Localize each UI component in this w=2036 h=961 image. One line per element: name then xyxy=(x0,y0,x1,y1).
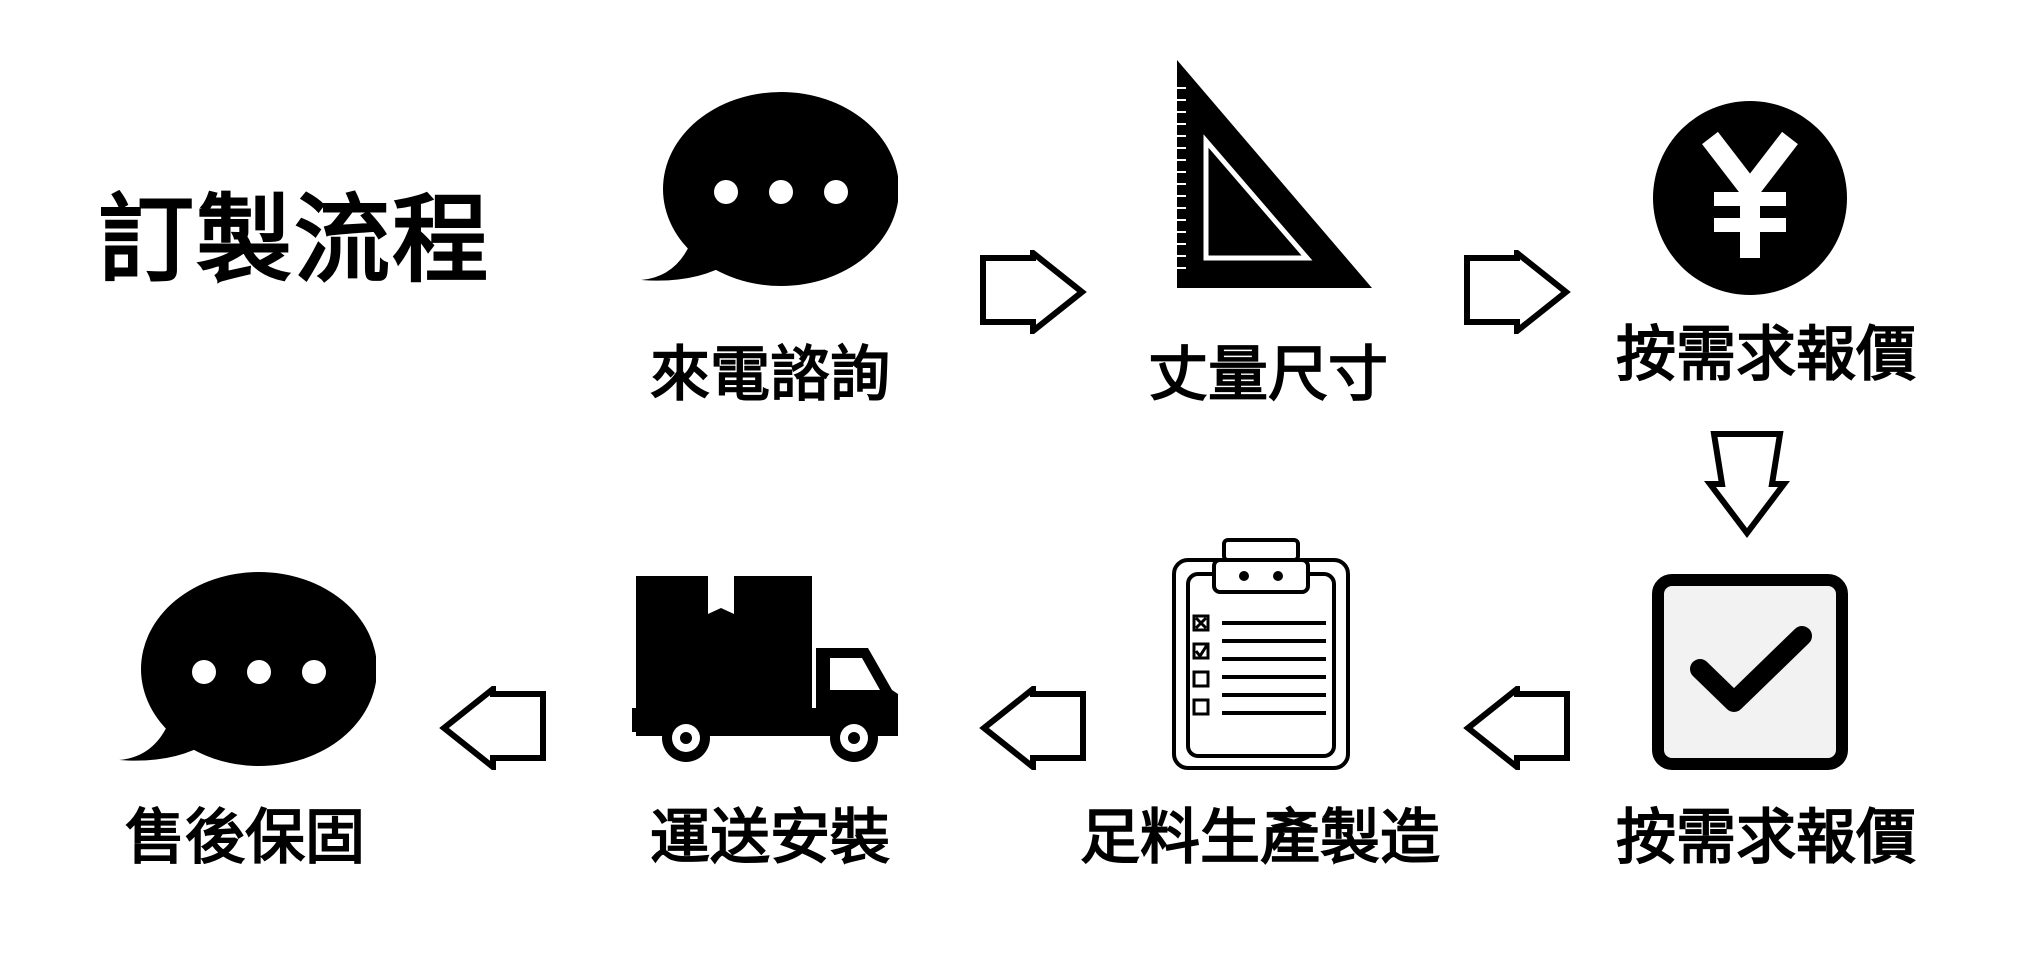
speech-bubble-icon xyxy=(114,572,376,772)
step-label-5: 足料生產製造 xyxy=(1080,803,1440,873)
checkbox-checked-icon xyxy=(1652,574,1848,770)
arrow-down-icon xyxy=(1704,430,1790,540)
speech-bubble-icon xyxy=(636,92,898,292)
arrow-right-icon xyxy=(1462,250,1572,334)
step-label-7: 售後保固 xyxy=(125,803,365,873)
arrow-left-icon xyxy=(1462,686,1572,770)
delivery-truck-icon xyxy=(630,572,904,768)
step-label-6: 運送安裝 xyxy=(650,803,890,873)
step-label-3: 按需求報價 xyxy=(1616,320,1916,390)
step-label-1: 來電諮詢 xyxy=(650,340,890,410)
arrow-left-icon xyxy=(438,686,548,770)
yen-coin-icon xyxy=(1652,100,1848,296)
set-square-ruler-icon xyxy=(1172,58,1382,293)
arrow-left-icon xyxy=(978,686,1088,770)
clipboard-checklist-icon xyxy=(1168,536,1354,774)
page-title: 訂製流程 xyxy=(98,184,490,296)
arrow-right-icon xyxy=(978,250,1088,334)
step-label-4: 按需求報價 xyxy=(1616,803,1916,873)
step-label-2: 丈量尺寸 xyxy=(1148,340,1388,410)
